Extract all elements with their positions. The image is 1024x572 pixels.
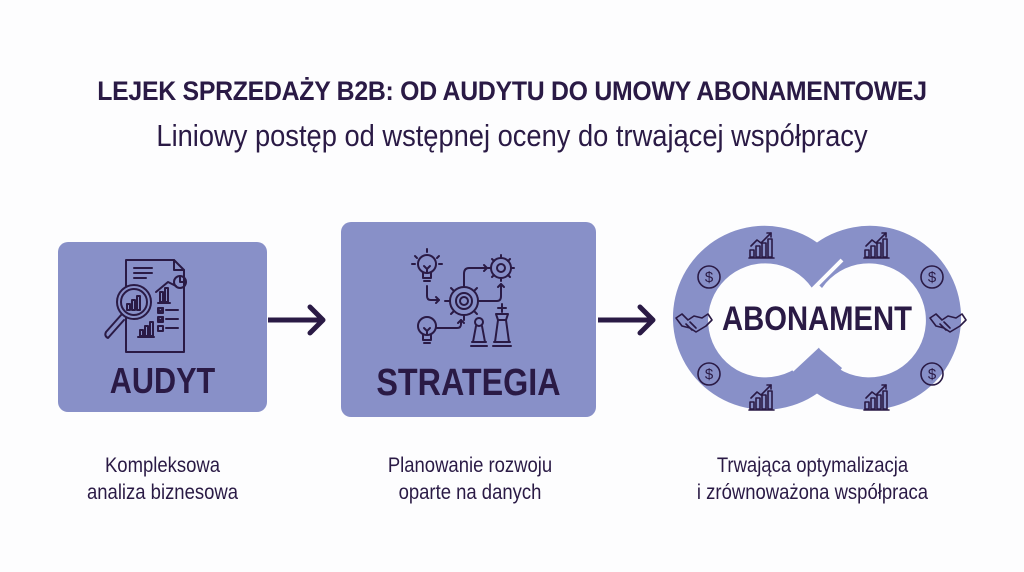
growth-chart-icon — [863, 384, 890, 411]
stage-abonament-infinity: $ $ $ $ ABONAMENT — [662, 218, 972, 418]
svg-text:$: $ — [705, 366, 714, 383]
diagram-title: LEJEK SPRZEDAŻY B2B: OD AUDYTU DO UMOWY … — [97, 76, 927, 106]
dollar-icon — [697, 362, 721, 386]
audit-report-magnifier-icon — [104, 259, 187, 353]
stage-strategia-label: STRATEGIA — [376, 362, 561, 404]
svg-text:$: $ — [705, 269, 714, 286]
caption-line: analiza biznesowa — [86, 481, 239, 504]
stage-audyt-caption: Kompleksowa analiza biznesowa — [55, 452, 271, 506]
caption-line: Planowanie rozwoju — [387, 454, 553, 477]
diagram-subtitle: Liniowy postęp od wstępnej oceny do trwa… — [156, 118, 868, 153]
handshake-icon — [675, 313, 713, 333]
growth-chart-icon — [748, 232, 775, 259]
arrow-right-icon — [268, 304, 326, 336]
dollar-icon — [920, 265, 944, 289]
stage-strategia-box: STRATEGIA — [341, 222, 596, 417]
growth-chart-icon — [748, 384, 775, 411]
caption-line: Trwająca optymalizacja — [716, 454, 909, 477]
caption-line: i zrównoważona współpraca — [696, 481, 929, 504]
svg-text:$: $ — [928, 366, 937, 383]
dollar-icon — [920, 362, 944, 386]
infinity-loop-icon: $ $ $ $ — [672, 225, 967, 411]
svg-text:$: $ — [928, 269, 937, 286]
caption-line: oparte na danych — [398, 481, 542, 504]
growth-chart-icon — [863, 232, 890, 259]
dollar-icon — [697, 265, 721, 289]
stage-abonament-label: ABONAMENT — [721, 300, 913, 338]
strategy-lightbulb-gears-chess-icon — [411, 248, 515, 347]
stage-audyt-box: AUDYT — [58, 242, 267, 412]
stage-abonament-caption: Trwająca optymalizacja i zrównoważona ws… — [670, 452, 956, 506]
caption-line: Kompleksowa — [104, 454, 221, 477]
stage-strategia-caption: Planowanie rozwoju oparte na danych — [356, 452, 585, 506]
stage-audyt-label: AUDYT — [109, 360, 216, 401]
handshake-icon — [929, 313, 967, 333]
arrow-right-icon — [598, 304, 656, 336]
